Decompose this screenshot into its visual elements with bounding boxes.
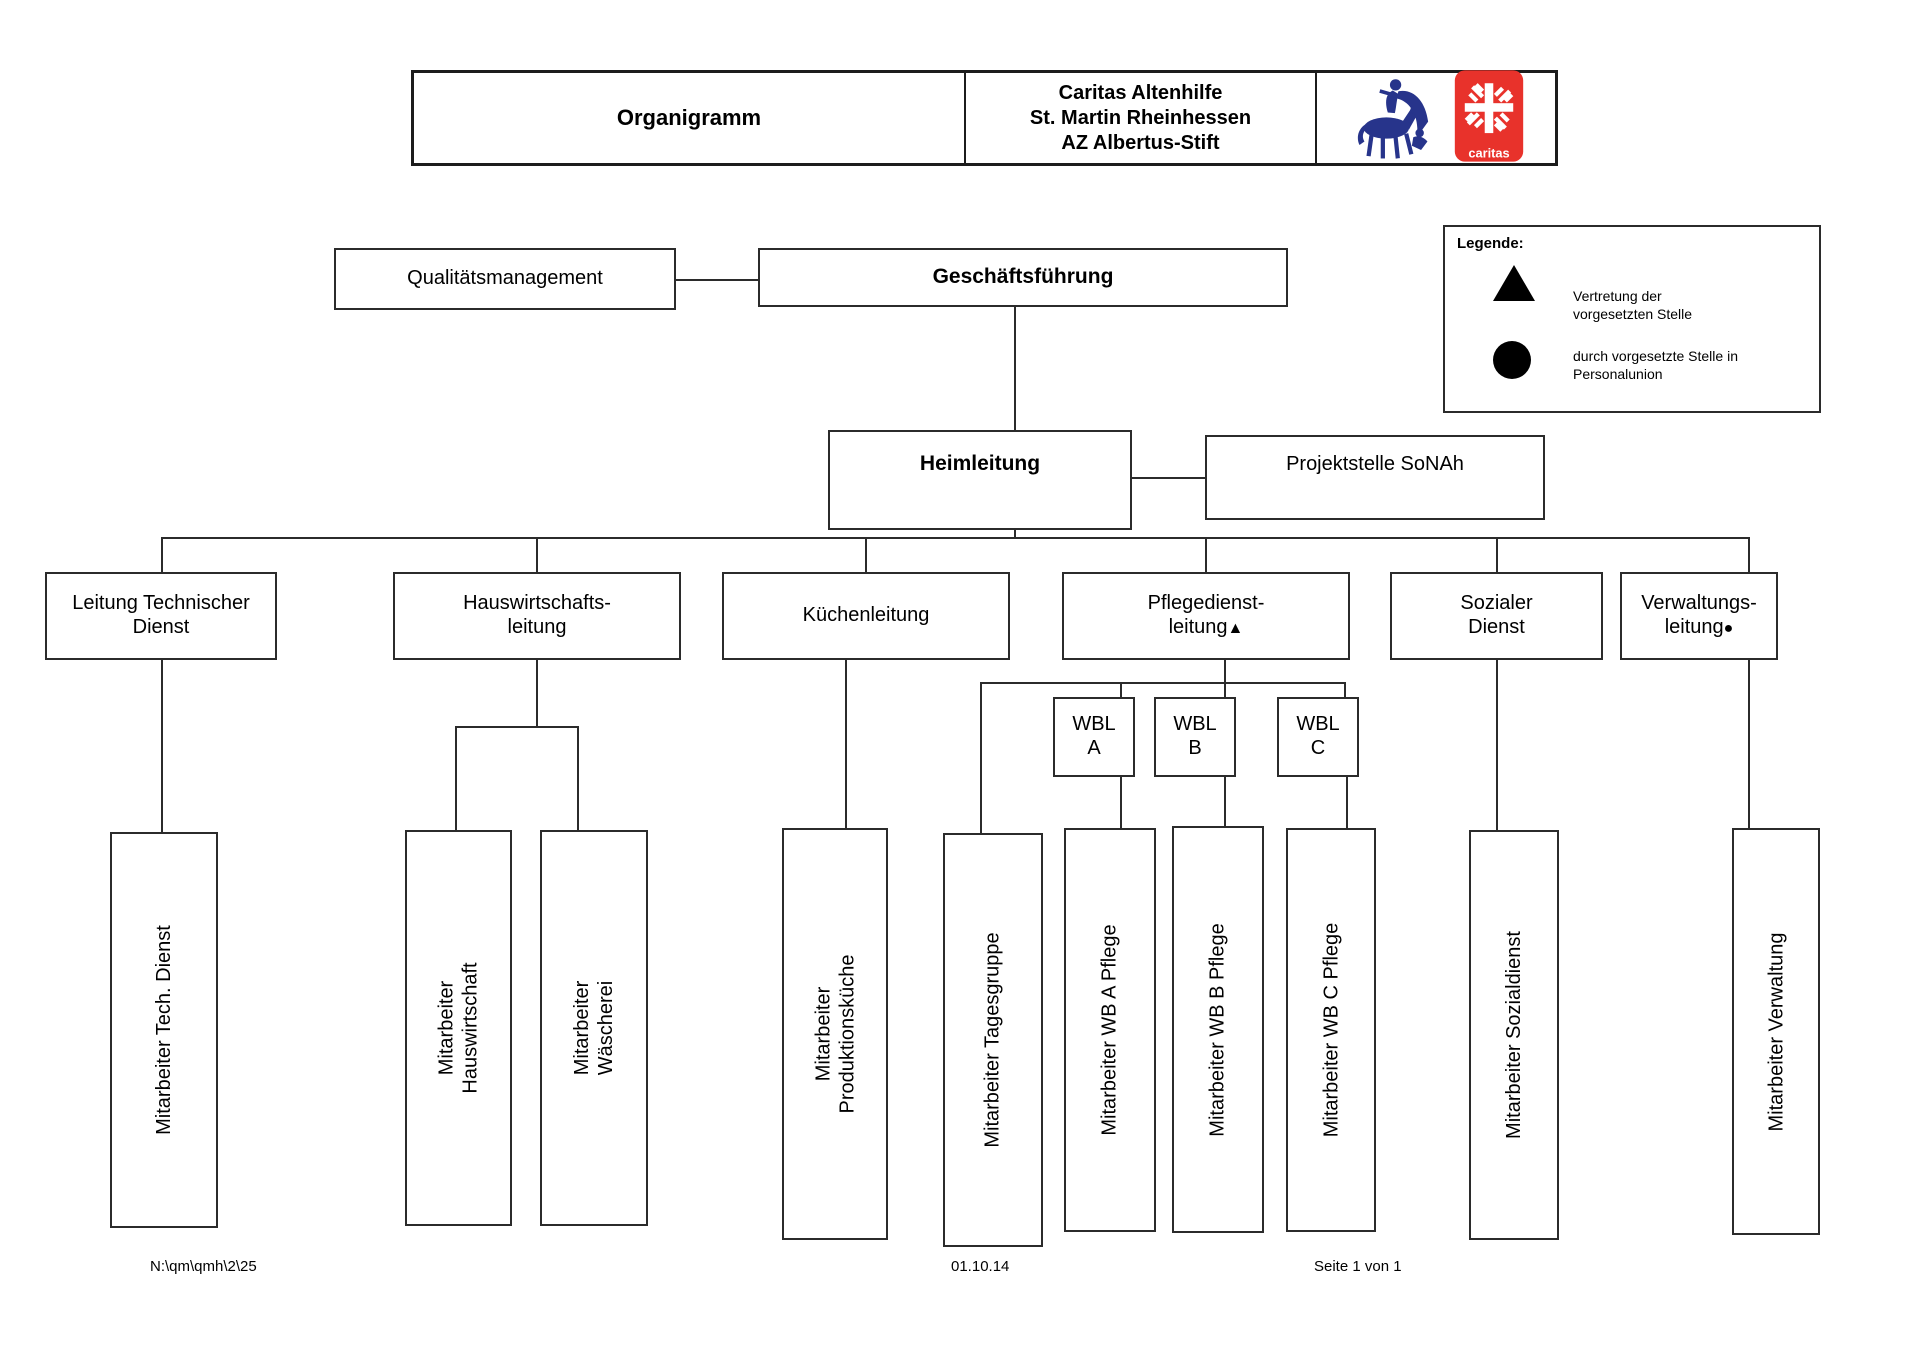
- staff-label: Mitarbeiter Hauswirtschaft: [435, 962, 482, 1094]
- connector-bracket-waescherei: [577, 726, 579, 830]
- box-qualitaetsmanagement: Qualitätsmanagement: [334, 248, 676, 310]
- wbl-label: WBL B: [1173, 713, 1217, 759]
- legend-title: Legende:: [1457, 235, 1524, 252]
- circle-icon: [1493, 341, 1531, 379]
- connector-wbl-a-mitarbeiter: [1120, 777, 1122, 828]
- distribution-line: [161, 537, 1750, 539]
- legend: Legende: Vertretung der vorgesetzten Ste…: [1443, 225, 1821, 413]
- dept-label: Pflegedienst- leitung▲: [1148, 592, 1265, 639]
- connector-hauswirtschaft-stem: [536, 660, 538, 726]
- box-heimleitung: Heimleitung: [828, 430, 1132, 530]
- box-pflegedienstleitung: Pflegedienst- leitung▲: [1062, 572, 1350, 660]
- connector-bracket-wbl-c: [1344, 682, 1346, 697]
- header: Organigramm Caritas Altenhilfe St. Marti…: [411, 69, 1558, 166]
- personalunion-circle-marker: ●: [1723, 620, 1734, 637]
- box-mitarbeiter-tech-dienst: Mitarbeiter Tech. Dienst: [110, 832, 218, 1228]
- box-wbl-b: WBL B: [1154, 697, 1236, 777]
- header-logo-cell: caritas: [1317, 69, 1555, 163]
- connector-wbl-bracket: [980, 682, 1346, 684]
- connector-sozialdienst-mitarbeiter: [1496, 660, 1498, 830]
- drop-sozialer-dienst: [1496, 537, 1498, 572]
- connector-heimleitung-projektstelle: [1132, 477, 1205, 479]
- dept-label: Küchenleitung: [802, 604, 930, 627]
- box-projektstelle-sonah: Projektstelle SoNAh: [1205, 435, 1545, 520]
- connector-verwaltung-mitarbeiter: [1748, 660, 1750, 828]
- dept-label: Leitung Technischer Dienst: [72, 592, 250, 638]
- connector-wbl-b-mitarbeiter: [1224, 777, 1226, 826]
- staff-label: Mitarbeiter Produktionsküche: [812, 954, 859, 1114]
- box-mitarbeiter-wb-c-pflege: Mitarbeiter WB C Pflege: [1286, 828, 1376, 1232]
- box-mitarbeiter-verwaltung: Mitarbeiter Verwaltung: [1732, 828, 1820, 1235]
- staff-label: Mitarbeiter Wäscherei: [570, 980, 617, 1076]
- box-wbl-a: WBL A: [1053, 697, 1135, 777]
- connector-bracket-hauswirtschaft: [455, 726, 457, 830]
- box-mitarbeiter-wb-b-pflege: Mitarbeiter WB B Pflege: [1172, 826, 1264, 1233]
- box-mitarbeiter-sozialdienst: Mitarbeiter Sozialdienst: [1469, 830, 1559, 1240]
- deputy-triangle-marker: ▲: [1227, 620, 1244, 637]
- heimleitung-label: Heimleitung: [919, 452, 1041, 475]
- connector-bracket-wbl-a: [1120, 682, 1122, 697]
- connector-techdienst-mitarbeiter: [161, 660, 163, 832]
- box-mitarbeiter-hauswirtschaft: Mitarbeiter Hauswirtschaft: [405, 830, 512, 1226]
- dept-label: Sozialer Dienst: [1460, 592, 1533, 638]
- dept-label: Hauswirtschafts- leitung: [463, 592, 611, 638]
- connector-bracket-tagesgruppe: [980, 682, 982, 833]
- box-sozialer-dienst: Sozialer Dienst: [1390, 572, 1603, 660]
- wbl-label: WBL A: [1072, 713, 1116, 759]
- organization-name: Caritas Altenhilfe St. Martin Rheinhesse…: [1029, 81, 1252, 154]
- box-geschaeftsfuehrung: Geschäftsführung: [758, 248, 1288, 307]
- box-wbl-c: WBL C: [1277, 697, 1359, 777]
- connector-geschaeftsfuehrung-heimleitung: [1014, 307, 1016, 430]
- qualitaetsmanagement-label: Qualitätsmanagement: [407, 267, 603, 290]
- drop-kuechenleitung: [865, 537, 867, 572]
- connector-hauswirtschaft-bracket: [455, 726, 579, 728]
- drop-pflegedienstleitung: [1205, 537, 1207, 572]
- footer-date: 01.10.14: [951, 1258, 1010, 1275]
- wbl-label: WBL C: [1296, 713, 1340, 759]
- projektstelle-label: Projektstelle SoNAh: [1286, 453, 1464, 475]
- staff-label: Mitarbeiter Sozialdienst: [1503, 931, 1525, 1139]
- geschaeftsfuehrung-label: Geschäftsführung: [932, 265, 1114, 289]
- staff-label: Mitarbeiter Tech. Dienst: [153, 925, 175, 1135]
- footer-file-path: N:\qm\qmh\2\25: [150, 1258, 257, 1275]
- page-title: Organigramm: [616, 105, 762, 130]
- staff-label: Mitarbeiter WB A Pflege: [1099, 924, 1122, 1136]
- connector-pflege-stem: [1224, 660, 1226, 697]
- dept-label: Verwaltungs- leitung●: [1641, 592, 1757, 639]
- connector-kueche-produktionskueche: [845, 660, 847, 828]
- st-martin-logo-icon: [1347, 70, 1447, 167]
- box-hauswirtschaftsleitung: Hauswirtschafts- leitung: [393, 572, 681, 660]
- staff-label: Mitarbeiter Tagesgruppe: [982, 932, 1004, 1148]
- staff-label: Mitarbeiter WB B Pflege: [1207, 922, 1230, 1137]
- connector-wbl-c-mitarbeiter: [1346, 777, 1348, 828]
- box-leitung-technischer-dienst: Leitung Technischer Dienst: [45, 572, 277, 660]
- header-organization-cell: Caritas Altenhilfe St. Martin Rheinhesse…: [966, 73, 1317, 163]
- svg-text:caritas: caritas: [1468, 145, 1509, 160]
- dept-label-text: Verwaltungs- leitung: [1641, 592, 1757, 638]
- box-mitarbeiter-tagesgruppe: Mitarbeiter Tagesgruppe: [943, 833, 1043, 1247]
- box-mitarbeiter-produktionskueche: Mitarbeiter Produktionsküche: [782, 828, 888, 1240]
- footer-page-number: Seite 1 von 1: [1314, 1258, 1402, 1275]
- staff-label: Mitarbeiter Verwaltung: [1765, 932, 1788, 1131]
- drop-leitung-technischer-dienst: [161, 537, 163, 572]
- dept-label-text: Pflegedienst- leitung: [1147, 592, 1265, 638]
- connector-heimleitung-distribution: [1014, 530, 1016, 539]
- legend-item-triangle-label: Vertretung der vorgesetzten Stelle: [1573, 288, 1693, 323]
- connector-qm-geschaeftsfuehrung: [676, 279, 758, 281]
- triangle-icon: [1493, 265, 1535, 301]
- drop-hauswirtschaftsleitung: [536, 537, 538, 572]
- caritas-logo-icon: caritas: [1453, 69, 1525, 168]
- box-mitarbeiter-wb-a-pflege: Mitarbeiter WB A Pflege: [1064, 828, 1156, 1232]
- header-title-cell: Organigramm: [414, 73, 966, 163]
- box-verwaltungsleitung: Verwaltungs- leitung●: [1620, 572, 1778, 660]
- staff-label: Mitarbeiter WB C Pflege: [1320, 922, 1343, 1138]
- box-mitarbeiter-waescherei: Mitarbeiter Wäscherei: [540, 830, 648, 1226]
- legend-item-circle-label: durch vorgesetzte Stelle in Personalunio…: [1573, 348, 1738, 383]
- drop-verwaltungsleitung: [1748, 537, 1750, 572]
- box-kuechenleitung: Küchenleitung: [722, 572, 1010, 660]
